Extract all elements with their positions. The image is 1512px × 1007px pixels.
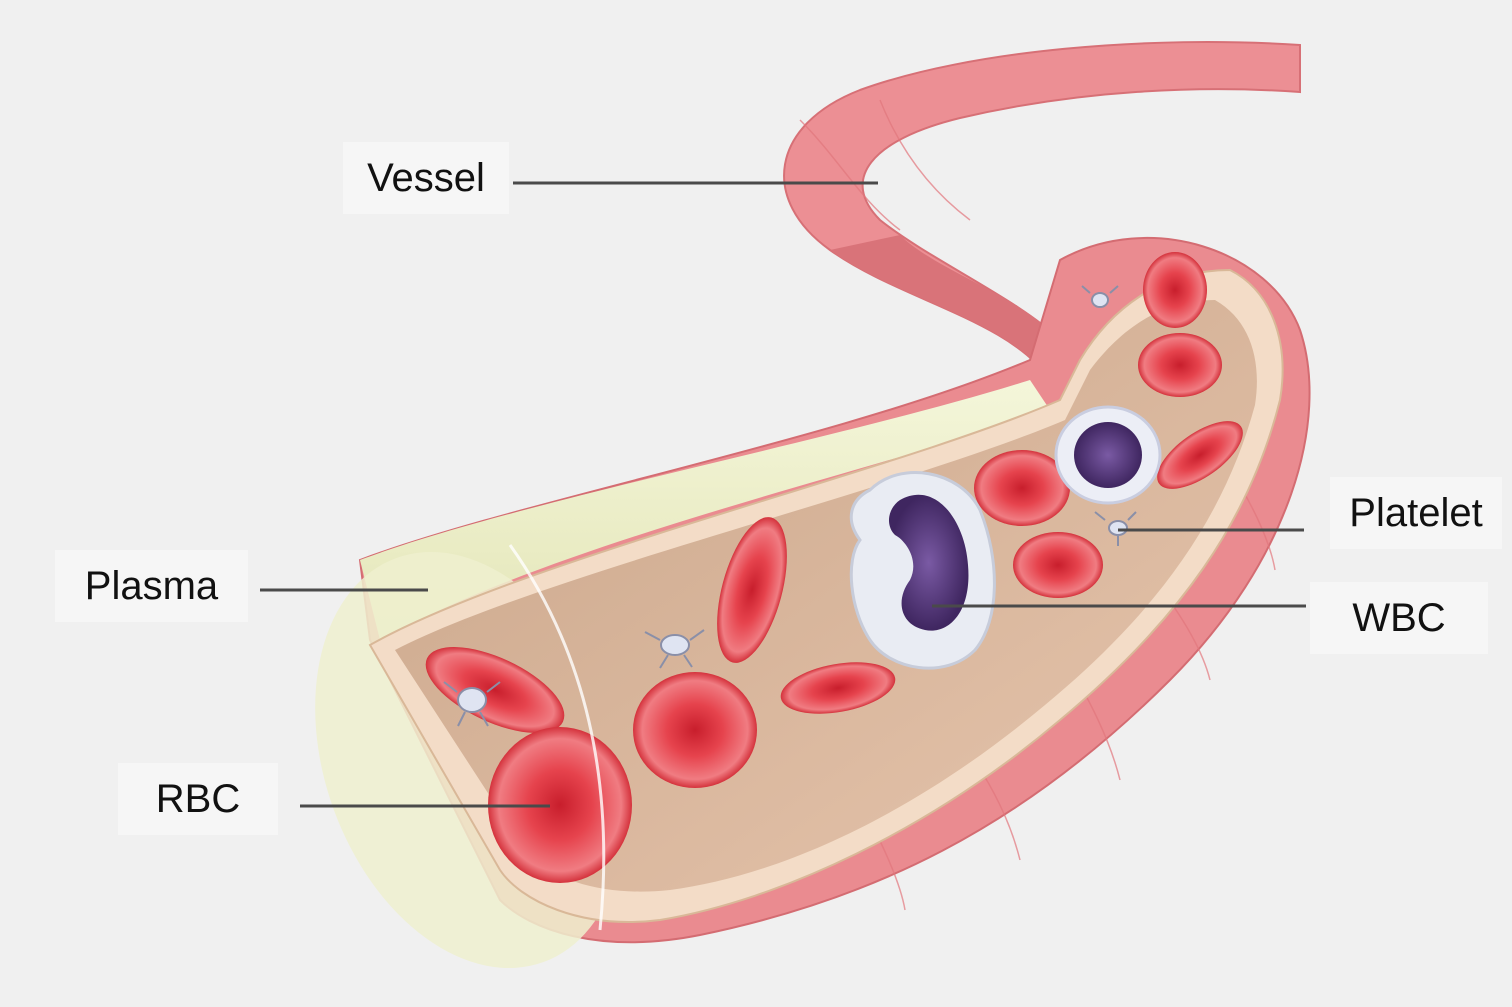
red-blood-cell [1143,252,1207,328]
label-rbc: RBC [118,763,278,835]
red-blood-cell [633,672,757,788]
label-plasma: Plasma [55,550,248,622]
red-blood-cell [1013,532,1103,598]
wbc-nucleus [1074,422,1142,488]
label-wbc: WBC [1310,582,1488,654]
label-vessel: Vessel [343,142,509,214]
red-blood-cell [1138,333,1222,397]
label-platelet: Platelet [1330,477,1502,549]
